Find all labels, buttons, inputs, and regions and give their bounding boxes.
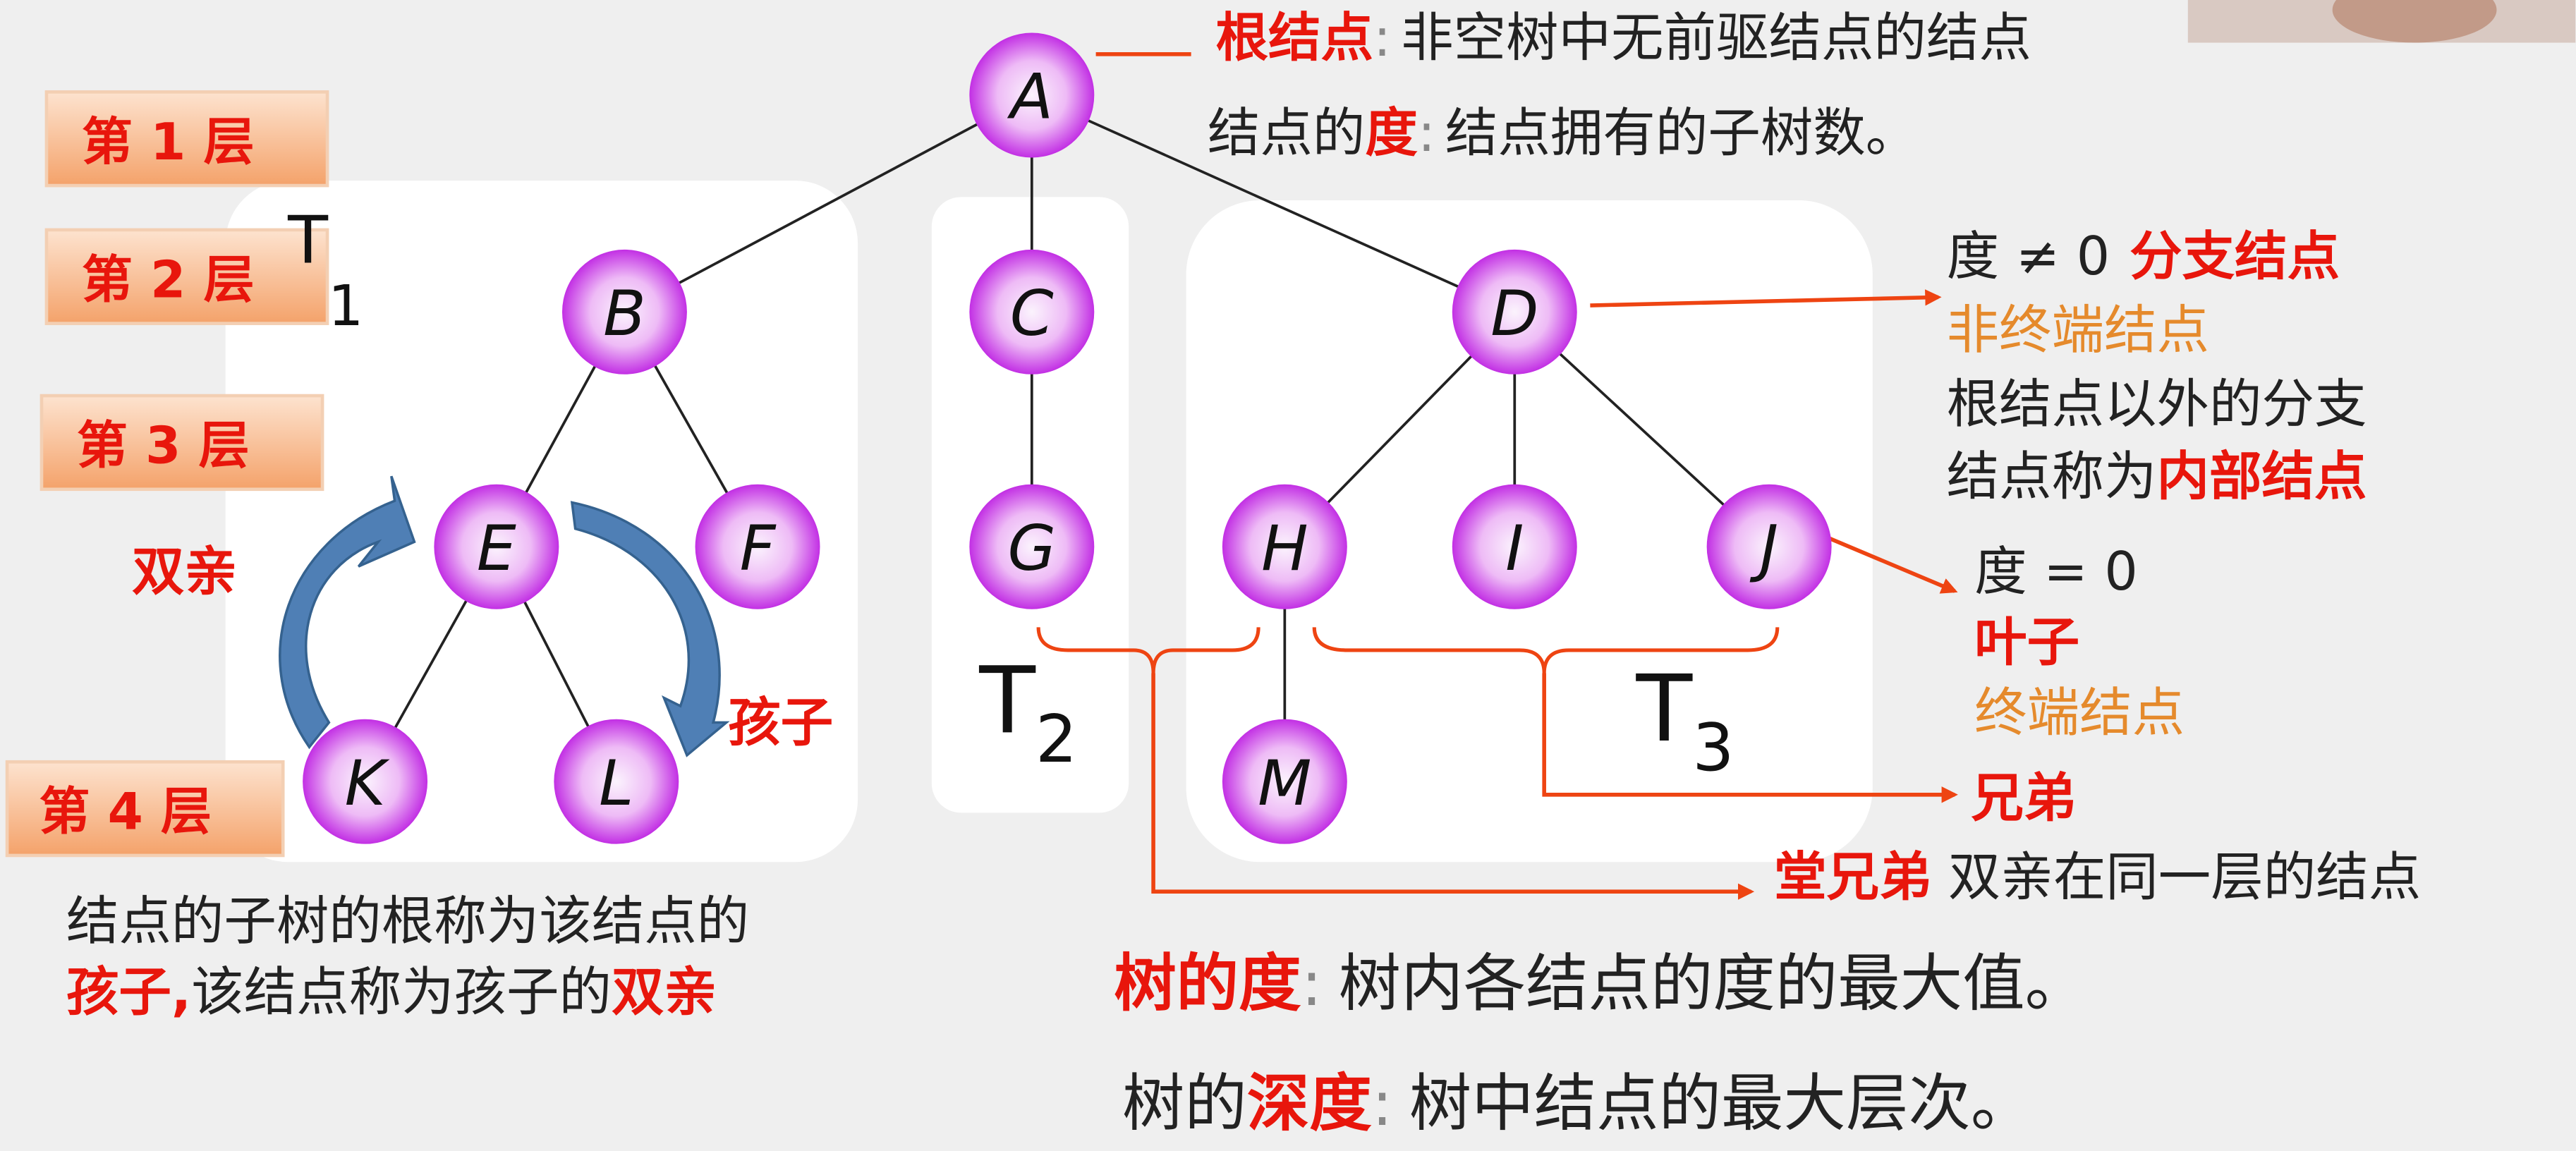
- node-I: I: [1452, 484, 1577, 609]
- cousin-definition: 堂兄弟双亲在同一层的结点: [1774, 846, 2421, 908]
- leaf-alt-name: 终端结点: [1974, 682, 2185, 743]
- svg-text:L: L: [599, 747, 633, 820]
- root-definition: 根结点:非空树中无前驱结点的结点: [1216, 7, 2031, 68]
- child-definition-line2: 孩子,该结点称为孩子的双亲: [66, 961, 717, 1023]
- edge-A-B: [624, 94, 1033, 313]
- level-2-box: 第 2 层: [44, 228, 329, 325]
- cousin-brace: [1036, 627, 1260, 674]
- subtree-t2-label: T2: [978, 647, 1077, 777]
- edge-A-D: [1031, 94, 1516, 314]
- parent-label: 双亲: [132, 541, 237, 602]
- node-H: H: [1222, 484, 1347, 609]
- svg-text:K: K: [345, 747, 390, 820]
- sibling-arrow: [1542, 673, 1958, 803]
- svg-text:C: C: [1010, 277, 1054, 350]
- node-K: K: [303, 719, 428, 844]
- node-M: M: [1222, 719, 1347, 844]
- node-G: G: [969, 484, 1095, 609]
- branch-internal-line2: 结点称为内部结点: [1947, 446, 2367, 507]
- node-C: C: [969, 249, 1095, 374]
- leaf-arrow: [1829, 537, 1958, 594]
- branch-alt-name: 非终端结点: [1947, 300, 2209, 361]
- branch-arrow: [1590, 289, 1942, 307]
- sibling-label: 兄弟: [1971, 767, 2076, 829]
- webcam-face: [2332, 0, 2497, 43]
- curved-arrow-parent: [279, 475, 416, 750]
- curved-arrow-child: [570, 501, 730, 757]
- node-B: B: [561, 249, 687, 374]
- svg-text:M: M: [1258, 747, 1311, 820]
- annotation-arrows: [1095, 52, 1958, 900]
- svg-text:A: A: [1007, 61, 1054, 133]
- child-label: 孩子: [728, 692, 833, 753]
- node-A: A: [969, 32, 1095, 158]
- level-1-box: 第 1 层: [44, 90, 329, 188]
- child-definition-line1: 结点的子树的根称为该结点的: [66, 891, 749, 952]
- level-2-label: 第 2 层: [82, 250, 255, 310]
- node-F: F: [695, 484, 820, 609]
- level-4-box: 第 4 层: [5, 760, 285, 858]
- svg-text:I: I: [1505, 512, 1524, 585]
- subtree-t3-label: T3: [1636, 655, 1734, 786]
- tree-degree-definition: 树的度:树内各结点的度的最大值。: [1114, 947, 2087, 1020]
- svg-text:B: B: [603, 277, 646, 350]
- leaf-term: 叶子: [1974, 611, 2079, 673]
- node-E: E: [434, 484, 559, 609]
- svg-text:E: E: [477, 512, 516, 585]
- node-J: J: [1706, 484, 1832, 609]
- level-3-box: 第 3 层: [40, 394, 324, 492]
- svg-text:F: F: [740, 512, 777, 585]
- svg-text:D: D: [1490, 277, 1538, 350]
- node-degree-definition: 结点的度:结点拥有的子树数。: [1208, 102, 1918, 164]
- level-4-label: 第 4 层: [39, 783, 212, 842]
- leaf-degree-label: 度 = 0: [1974, 541, 2138, 602]
- svg-text:G: G: [1008, 512, 1057, 585]
- tree-depth-definition: 树的深度:树中结点的最大层次。: [1122, 1067, 2033, 1140]
- cousin-arrow: [1151, 673, 1755, 900]
- node-D: D: [1452, 249, 1577, 374]
- level-3-label: 第 3 层: [77, 417, 250, 476]
- svg-text:H: H: [1261, 512, 1308, 585]
- level-1-label: 第 1 层: [82, 113, 255, 172]
- branch-internal-line1: 根结点以外的分支: [1947, 373, 2367, 434]
- node-L: L: [554, 719, 679, 844]
- subtree-t1-label: T1: [287, 202, 363, 338]
